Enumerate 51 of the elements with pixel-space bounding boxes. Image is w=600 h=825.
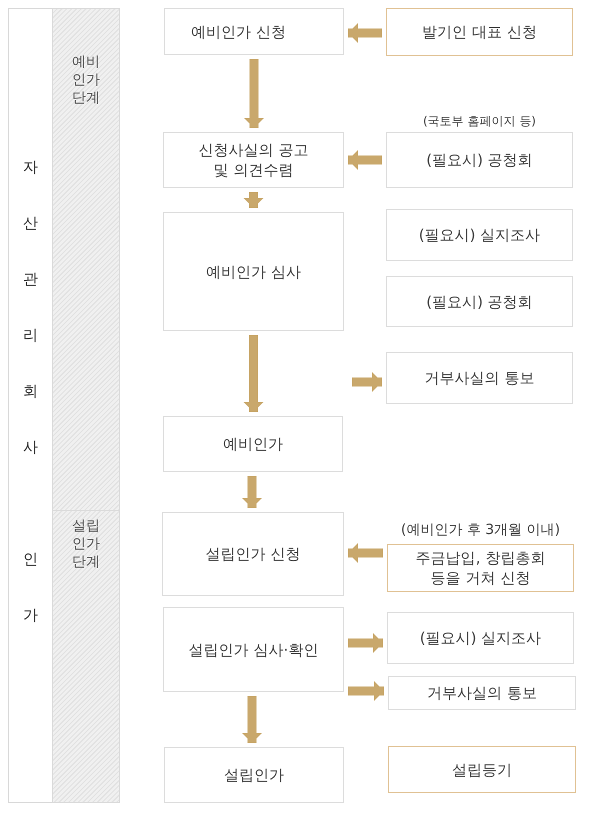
block-arrow [244, 335, 264, 412]
hatched-band [52, 510, 120, 803]
block-arrow [242, 476, 262, 508]
step-label: 설립인가 신청 [206, 544, 300, 564]
process-box [386, 209, 573, 261]
block-arrow [244, 192, 264, 208]
stage-label: 예비인가 단계 [70, 53, 101, 107]
step-label: 예비인가 [223, 434, 283, 454]
hatched-band [52, 8, 120, 511]
process-box [163, 132, 344, 188]
step-label: 거부사실의 통보 [424, 368, 534, 388]
step-label: 예비인가 심사 [206, 262, 301, 282]
block-arrow [348, 23, 382, 43]
process-box [163, 607, 344, 692]
band-label: 자산관리회사 인가 [22, 157, 39, 626]
block-arrow [244, 59, 264, 128]
note-text: (예비인가 후 3개월 이내) [400, 521, 562, 539]
block-arrow [348, 633, 383, 653]
process-box [163, 416, 343, 472]
block-arrow [348, 150, 382, 170]
process-box [164, 8, 344, 55]
step-label: (필요시) 공청회 [426, 150, 533, 170]
step-label: (필요시) 공청회 [426, 292, 533, 312]
process-box [388, 676, 576, 710]
step-label: 신청사실의 공고 및 의견수렴 [198, 140, 310, 180]
note-text: (국토부 홈페이지 등) [422, 113, 537, 129]
accent-box [386, 8, 573, 56]
process-box [386, 352, 573, 404]
block-arrow [348, 681, 384, 701]
process-box [386, 276, 573, 327]
process-box [386, 132, 573, 188]
side-band [8, 8, 53, 803]
accent-box [388, 746, 576, 793]
step-label: 설립등기 [452, 760, 512, 780]
step-label: 설립인가 [224, 765, 284, 785]
block-arrow [242, 696, 262, 743]
process-box [163, 212, 344, 331]
stage-label: 설립인가 단계 [70, 517, 101, 571]
step-label: (필요시) 실지조사 [418, 225, 540, 245]
step-label: 거부사실의 통보 [427, 683, 537, 703]
step-label: 주금납입, 창립총회 등을 거쳐 신청 [414, 548, 546, 588]
process-box [162, 512, 344, 596]
step-label: 예비인가 신청 [191, 22, 286, 42]
block-arrow [348, 543, 383, 563]
step-label: (필요시) 실지조사 [420, 628, 542, 648]
block-arrow [352, 372, 382, 392]
step-label: 발기인 대표 신청 [422, 22, 537, 42]
step-label: 설립인가 심사·확인 [188, 640, 318, 660]
process-box [164, 747, 344, 803]
process-box [387, 612, 574, 664]
accent-box [387, 544, 574, 592]
